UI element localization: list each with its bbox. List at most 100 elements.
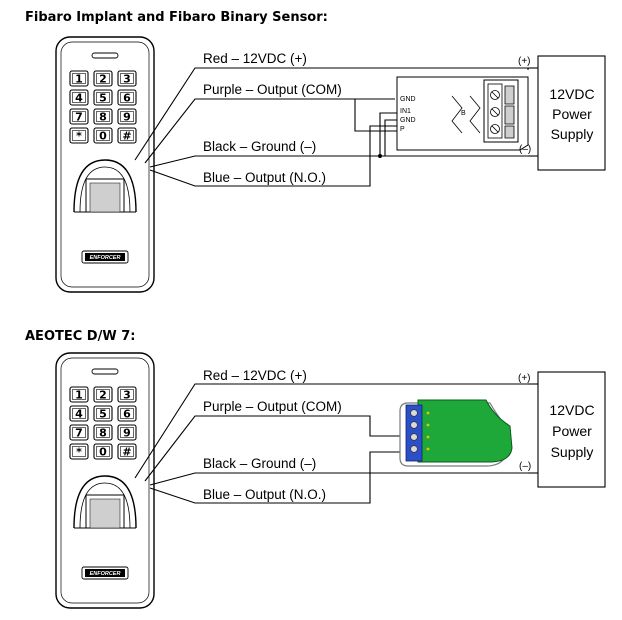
keypad-key-label: 8 xyxy=(99,427,107,440)
keypad-key-label: 9 xyxy=(123,111,131,124)
keypad-keys-2: 1 2 3 4 5 6 7 8 9 * 0 # xyxy=(69,386,137,460)
wires-2 xyxy=(134,383,528,504)
keypad-key-inset xyxy=(120,446,134,457)
keypad-key-label: * xyxy=(76,130,82,143)
keypad-key-label: 2 xyxy=(99,389,107,402)
keypad-key-label: 5 xyxy=(99,408,107,421)
keypad-key-inset xyxy=(96,111,110,122)
wire-label-red-2: Red – 12VDC (+) xyxy=(203,368,307,383)
module-pin-p: P xyxy=(400,126,405,133)
keypad-key-inset xyxy=(72,73,86,84)
keypad-key-label: 5 xyxy=(99,92,107,105)
psu-plus-2: (+) xyxy=(518,373,531,384)
keypad-key-inset xyxy=(72,427,86,438)
section-aeotec-diagram: 1 2 3 4 5 6 7 8 9 * 0 # ENFORCER Red – 12VDC (+) Pu… xyxy=(55,352,606,609)
keypad-key-label: 4 xyxy=(75,92,83,105)
keypad-key-label: * xyxy=(76,446,82,459)
keypad-key-label: 1 xyxy=(75,389,83,402)
keypad-key xyxy=(117,89,137,106)
module-mark: B xyxy=(461,110,466,117)
keypad-key xyxy=(117,70,137,87)
keypad-key-label: 7 xyxy=(75,427,83,440)
keypad-key-label: 8 xyxy=(99,111,107,124)
wire-label-blue-2: Blue – Output (N.O.) xyxy=(203,487,326,502)
keypad-key-inset xyxy=(96,73,110,84)
module-pin-gnd-2: GND xyxy=(400,117,416,124)
keypad-key xyxy=(117,443,137,460)
keypad-key-inset xyxy=(96,130,110,141)
keypad-key xyxy=(69,127,89,144)
keypad-key-inset xyxy=(72,92,86,103)
keypad-key-label: 0 xyxy=(99,130,107,143)
wire-label-purple-2: Purple – Output (COM) xyxy=(203,399,342,414)
section-title-aeotec: AEOTEC D/W 7: xyxy=(25,329,136,344)
wire-label-black-2: Black – Ground (–) xyxy=(203,456,316,471)
keypad-key-inset xyxy=(72,130,86,141)
keypad-key-inset xyxy=(96,446,110,457)
psu-minus-1: (–) xyxy=(519,144,531,155)
keypad-key-inset xyxy=(96,92,110,103)
keypad-key xyxy=(69,443,89,460)
module-pin-gnd-1: GND xyxy=(400,96,416,103)
keypad-key xyxy=(93,405,113,422)
keypad-key-inset xyxy=(72,446,86,457)
wire-label-red-1: Red – 12VDC (+) xyxy=(203,51,307,66)
keypad-key xyxy=(93,424,113,441)
keypad-key xyxy=(117,424,137,441)
keypad-key-label: 3 xyxy=(123,389,131,402)
keypad-key xyxy=(117,127,137,144)
psu-line2-1: Power xyxy=(552,106,592,122)
keypad-key xyxy=(69,89,89,106)
keypad-key-label: 7 xyxy=(75,111,83,124)
keypad-key-label: 4 xyxy=(75,408,83,421)
keypad-key xyxy=(93,386,113,403)
wire-label-blue-1: Blue – Output (N.O.) xyxy=(203,170,326,185)
keypad-key-label: 0 xyxy=(99,446,107,459)
module-pin-in1: IN1 xyxy=(400,108,411,115)
keypad-key xyxy=(117,108,137,125)
keypad-key-inset xyxy=(72,408,86,419)
keypad-key-label: 3 xyxy=(123,73,131,86)
keypad-key-inset xyxy=(72,389,86,400)
keypad-key-inset xyxy=(96,427,110,438)
keypad-key xyxy=(93,108,113,125)
keypad-key-inset xyxy=(120,111,134,122)
wire-label-purple-1: Purple – Output (COM) xyxy=(203,82,342,97)
psu-box-2 xyxy=(537,371,606,488)
keypad-key xyxy=(69,70,89,87)
section-title-fibaro: Fibaro Implant and Fibaro Binary Sensor: xyxy=(25,10,328,25)
keypad-key-inset xyxy=(120,73,134,84)
keypad-brand-1: ENFORCER xyxy=(90,255,121,261)
psu-line2-2: Power xyxy=(552,423,592,439)
keypad-key xyxy=(69,386,89,403)
psu-line1-2: 12VDC xyxy=(549,402,594,418)
psu-line3-1: Supply xyxy=(551,126,594,142)
keypad-key-inset xyxy=(120,389,134,400)
keypad-key-label: 6 xyxy=(123,408,131,421)
keypad-key-inset xyxy=(120,130,134,141)
psu-line3-2: Supply xyxy=(551,444,594,460)
keypad-key-label: # xyxy=(122,130,131,143)
psu-plus-1: (+) xyxy=(518,56,531,67)
psu-box-1 xyxy=(537,55,606,171)
keypad-key-label: 9 xyxy=(123,427,131,440)
keypad-key xyxy=(69,108,89,125)
keypad-brand-2: ENFORCER xyxy=(90,571,121,577)
wires-1 xyxy=(134,67,529,187)
wire-label-black-1: Black – Ground (–) xyxy=(203,139,316,154)
keypad-key-inset xyxy=(120,92,134,103)
keypad-key-inset xyxy=(120,408,134,419)
keypad-key-label: 2 xyxy=(99,73,107,86)
keypad-key-inset xyxy=(120,427,134,438)
keypad-key xyxy=(69,405,89,422)
psu-line1-1: 12VDC xyxy=(549,86,594,102)
keypad-key-inset xyxy=(96,408,110,419)
keypad-key xyxy=(93,443,113,460)
keypad-key-label: # xyxy=(122,446,131,459)
aeotec-board xyxy=(399,399,513,467)
fibaro-module: GND IN1 GND P B xyxy=(396,76,529,151)
